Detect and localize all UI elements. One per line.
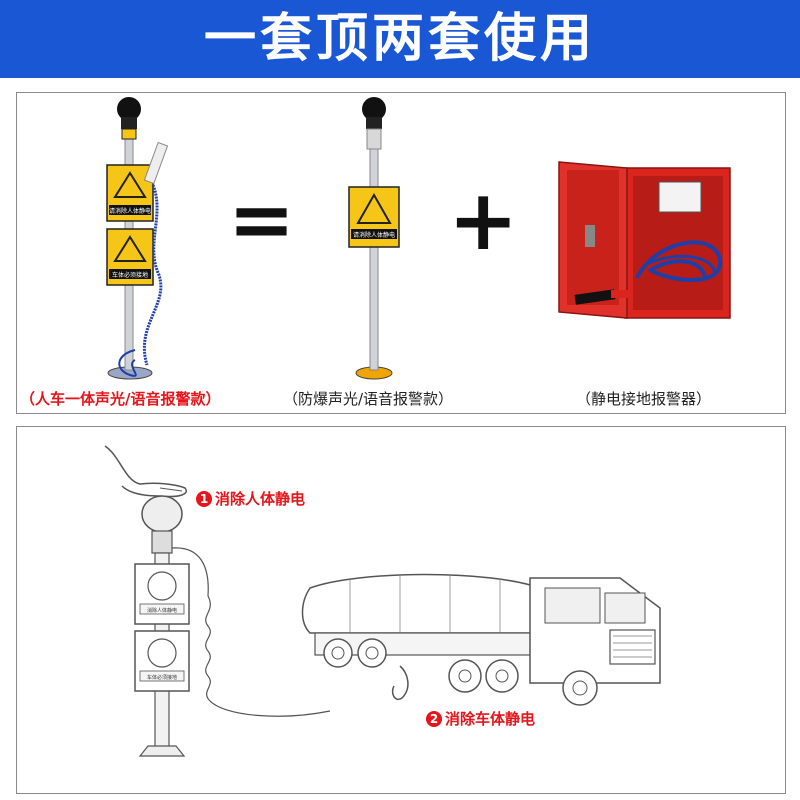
plus-symbol: + <box>448 171 519 269</box>
diagram-sign-vehicle-text: 车体必须接地 <box>147 674 177 681</box>
callout-1-number: 1 <box>196 491 212 507</box>
diagram-sign-person-text: 消除人体静电 <box>147 607 177 614</box>
tanker-truck-sketch <box>301 573 661 706</box>
banner <box>0 0 800 78</box>
callout-2-text: 消除车体静电 <box>445 710 536 728</box>
callout-2-number: 2 <box>426 711 442 727</box>
callout-1-text: 消除人体静电 <box>215 490 306 508</box>
post1-sign-person-text: 请消除人体静电 <box>109 207 151 215</box>
post2-sign-text: 请消除人体静电 <box>353 231 395 239</box>
banner-title: 一套顶两套使用 <box>203 9 596 69</box>
combined-alarm-caption: （人车一体声光/语音报警款） <box>20 390 221 408</box>
ground-alarm-caption: （静电接地报警器） <box>576 390 712 408</box>
usage-post-sketch: 消除人体静电 车体必须接地 <box>104 445 331 757</box>
combined-alarm-post-image: 请消除人体静电 车体必须接地 <box>106 97 169 380</box>
ground-alarm-cabinet-image <box>558 161 731 319</box>
explosion-proof-post-image: 请消除人体静电 <box>348 97 400 380</box>
explosion-proof-caption: （防爆声光/语音报警款） <box>283 390 454 408</box>
post1-sign-vehicle-text: 车体必须接地 <box>112 271 148 279</box>
equals-symbol: = <box>228 173 296 266</box>
